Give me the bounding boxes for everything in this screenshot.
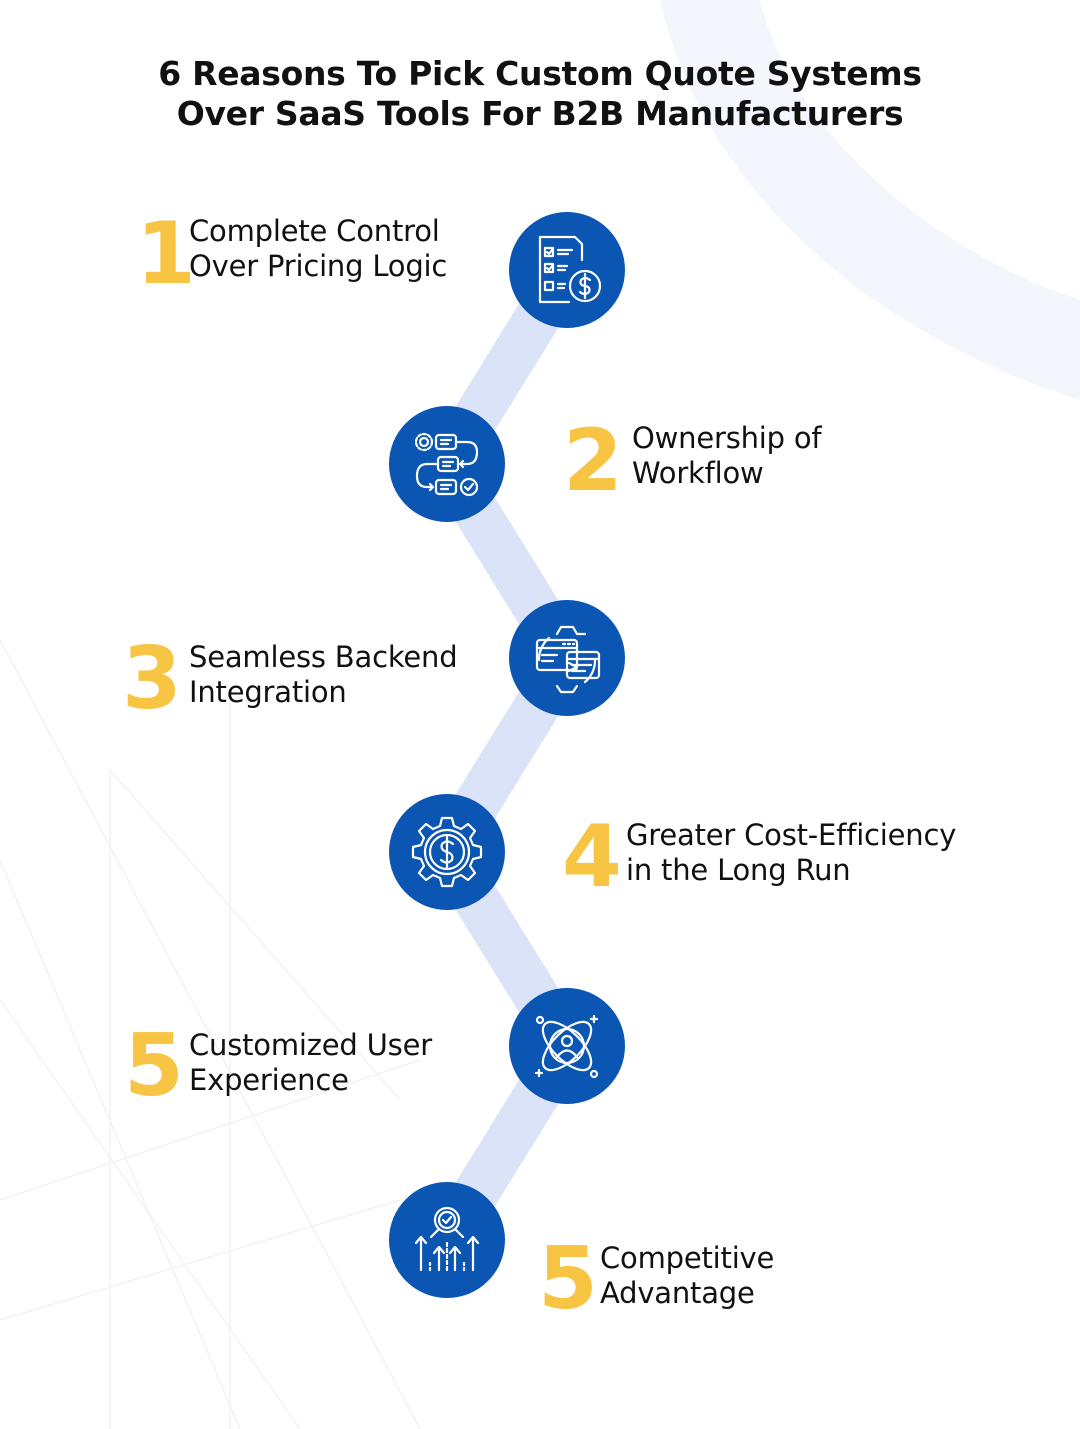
item-2-label-line-1: Ownership of [632,421,822,455]
item-6-label-line-1: Competitive [600,1241,775,1275]
item-4-label: Greater Cost-Efficiency in the Long Run [626,818,956,888]
item-2-label-line-2: Workflow [632,456,764,490]
item-1-number: 1 [136,204,196,304]
title-line-1: 6 Reasons To Pick Custom Quote Systems [158,54,922,93]
item-5-number: 5 [124,1016,184,1116]
workflow-gear-steps-icon [414,432,479,497]
item-1-icon-circle [509,212,625,328]
item-2-number: 2 [563,411,623,511]
item-2-icon-circle [389,406,505,522]
item-6-label-line-2: Advantage [600,1276,755,1310]
item-3-number: 3 [122,629,182,729]
item-4-number: 4 [562,807,622,907]
item-1-label-line-1: Complete Control [189,214,440,248]
item-1-label-line-2: Over Pricing Logic [189,249,448,283]
item-6-label: Competitive Advantage [600,1241,774,1311]
item-5-label-line-1: Customized User [189,1028,432,1062]
item-3-icon-circle [509,600,625,716]
item-5-label: Customized User Experience [189,1028,432,1098]
item-6-number: 5 [538,1229,598,1329]
item-4-label-line-2: in the Long Run [626,853,851,887]
item-4-icon-circle [389,794,505,910]
pricing-checklist-dollar-icon [538,235,602,304]
backend-integration-gear-window-icon [535,625,601,694]
dollar-gear-icon [411,816,483,888]
item-6-icon-circle [389,1182,505,1298]
user-orbit-icon [534,1014,599,1079]
item-2-label: Ownership of Workflow [632,421,822,491]
title-line-2: Over SaaS Tools For B2B Manufacturers [176,94,904,133]
item-3-label-line-1: Seamless Backend [189,640,458,674]
item-3-label-line-2: Integration [189,675,347,709]
item-5-label-line-2: Experience [189,1063,349,1097]
item-4-label-line-1: Greater Cost-Efficiency [626,818,957,852]
item-1-label: Complete Control Over Pricing Logic [189,214,447,284]
growth-arrows-badge-icon [414,1206,480,1272]
item-3-label: Seamless Backend Integration [189,640,458,710]
item-5-icon-circle [509,988,625,1104]
page-title: 6 Reasons To Pick Custom Quote Systems O… [0,54,1080,134]
